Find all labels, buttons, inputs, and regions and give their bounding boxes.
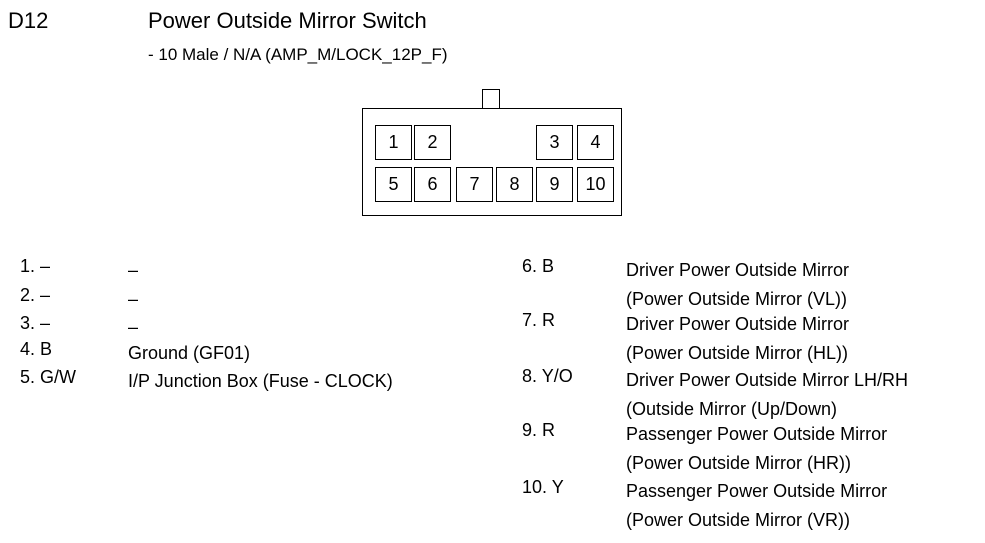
pin-7: 7 (456, 167, 493, 202)
pin-label-8: 8. Y/O (522, 366, 573, 386)
pin-desc-6: Driver Power Outside Mirror (Power Outsi… (626, 260, 850, 309)
pin-desc-7: Driver Power Outside Mirror (Power Outsi… (626, 314, 850, 363)
pin-6: 6 (414, 167, 451, 202)
pin-desc-4: Ground (GF01) (128, 343, 251, 363)
pin-desc-2: – (128, 289, 139, 309)
pin-10: 10 (577, 167, 614, 202)
pin-label-7: 7. R (522, 310, 556, 330)
connector-subtitle: - 10 Male / N/A (AMP_M/LOCK_12P_F) (148, 45, 448, 64)
pin-label-6: 6. B (522, 256, 555, 276)
pin-label-4: 4. B (20, 339, 53, 359)
pin-desc-9: Passenger Power Outside Mirror (Power Ou… (626, 424, 888, 473)
pin-label-2: 2. – (20, 285, 51, 305)
pin-4: 4 (577, 125, 614, 160)
pin-label-1: 1. – (20, 256, 51, 276)
pin-label-5: 5. G/W (20, 367, 77, 387)
pin-2: 2 (414, 125, 451, 160)
pin-5: 5 (375, 167, 412, 202)
pin-9: 9 (536, 167, 573, 202)
connector-housing: 1 2 3 4 5 6 7 8 9 10 (362, 108, 622, 216)
pin-label-3: 3. – (20, 313, 51, 333)
pin-8: 8 (496, 167, 533, 202)
pin-1: 1 (375, 125, 412, 160)
connector-title: Power Outside Mirror Switch (148, 8, 427, 33)
connector-code: D12 (8, 8, 49, 33)
pin-desc-10: Passenger Power Outside Mirror (Power Ou… (626, 481, 888, 530)
pin-label-9: 9. R (522, 420, 556, 440)
pin-desc-1: – (128, 260, 139, 280)
pin-3: 3 (536, 125, 573, 160)
connector-latch (482, 89, 500, 108)
pin-desc-5: I/P Junction Box (Fuse - CLOCK) (128, 371, 393, 391)
pin-label-10: 10. Y (522, 477, 564, 497)
pin-desc-8: Driver Power Outside Mirror LH/RH (Outsi… (626, 370, 909, 419)
pin-desc-3: – (128, 317, 139, 337)
